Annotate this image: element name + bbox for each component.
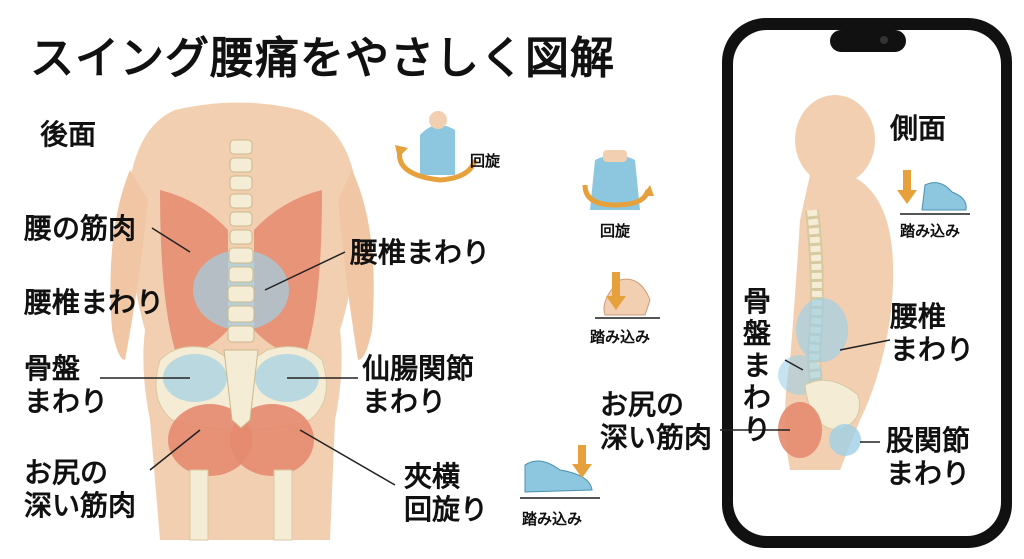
side-label-pelvis: 骨盤まわり <box>742 285 771 446</box>
side-figure <box>778 95 894 470</box>
side-step-icon <box>897 170 970 215</box>
side-view-heading: 側面 <box>890 112 947 145</box>
label-lumbar-right: 腰椎まわり <box>350 236 491 269</box>
label-pinch-rotation: 夾横 回旋り <box>404 460 489 526</box>
label-sacroiliac: 仙腸関節 まわり <box>362 352 475 418</box>
label-rotation-top: 回旋 <box>470 152 501 170</box>
side-leader-lines <box>720 339 891 443</box>
side-step-label: 踏み込み <box>900 222 961 240</box>
label-gluteal-back: お尻の 深い筋肉 <box>24 456 137 522</box>
side-label-hip-joint: 股関節 まわり <box>886 424 971 490</box>
label-step-mid: 踏み込み <box>590 328 651 346</box>
label-rotation-mid: 回旋 <box>600 222 631 240</box>
step-icon-mid <box>595 272 660 319</box>
side-label-gluteal: お尻の 深い筋肉 <box>600 388 713 454</box>
label-lumbar-left: 腰椎まわり <box>24 286 165 319</box>
rotation-icon-top <box>395 111 478 183</box>
page-title: スイング腰痛をやさしく図解 <box>30 33 615 84</box>
step-icon-bottom <box>520 445 600 499</box>
side-label-lumbar: 腰椎 まわり <box>890 300 975 366</box>
back-spine <box>223 139 259 429</box>
label-pelvis: 骨盤 まわり <box>24 352 109 418</box>
back-view-heading: 後面 <box>40 118 97 151</box>
back-leader-lines <box>100 227 396 486</box>
rotation-icon-mid <box>582 150 654 210</box>
label-step-bottom: 踏み込み <box>522 510 583 528</box>
label-lower-back-muscles: 腰の筋肉 <box>24 212 137 245</box>
